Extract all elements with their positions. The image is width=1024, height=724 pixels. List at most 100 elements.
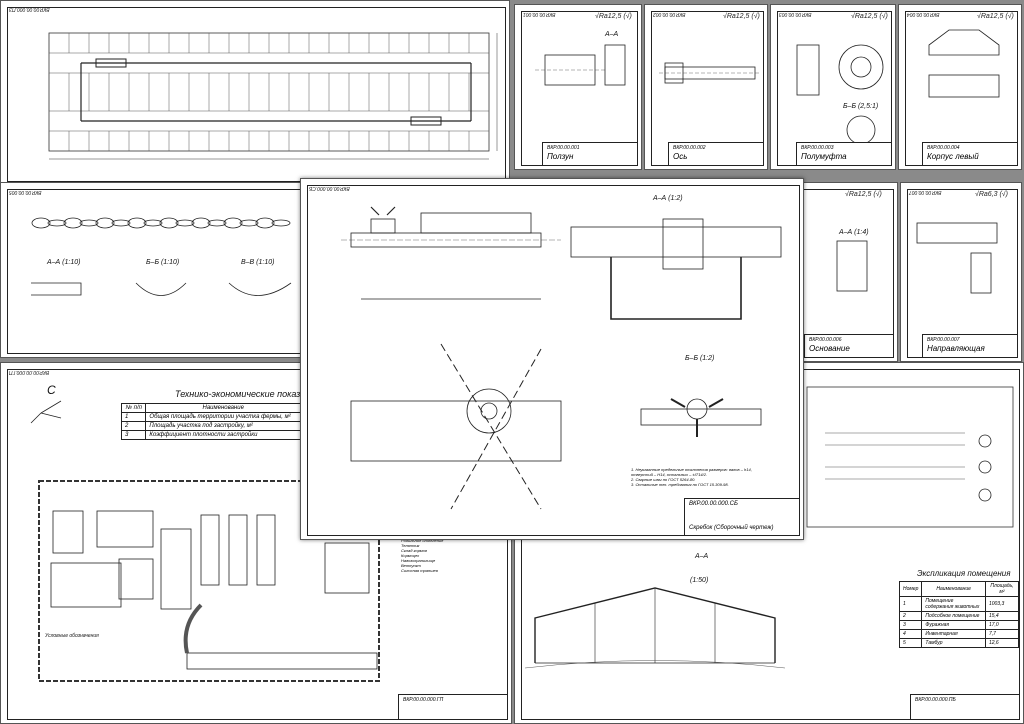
sheet-base: √Ra12,5 (√) А–А (1:4) ВКР.00.00.006 Осно… [786,182,898,362]
axle-drawing [659,62,761,84]
stamp-name: Полумуфта [801,152,847,161]
row-name: Площадь участка под застройку, м² [145,421,301,431]
section-b-label: Б–Б (1:2) [685,355,715,362]
row-name: Помещение содержания животных [921,596,986,612]
barn-scale: (1:50) [690,577,709,584]
list-item: Ветпункт [401,563,421,568]
note-line: 1. Неуказанные предельные отклонения раз… [631,467,752,472]
row-num: 2 [120,421,147,431]
stamp-code: ВКР.00.00.001 [547,145,580,151]
row-num: 1 [898,596,923,612]
table-row: 3 Коэффициент плотности застройки [120,430,301,440]
header-area: Площадь, м² [984,581,1020,597]
sheet-half-coupling: ВКР.00.00.003 √Ra12,5 (√) Б–Б (2,5:1) ВК… [770,4,896,170]
roughness-mark: √Ra12,5 (√) [977,13,1014,20]
row-area: 7,7 [984,629,1020,639]
drawing-frame [7,369,508,720]
stamp-name: Ось [673,152,688,161]
section-label-b: Б–Б (1:10) [146,259,180,266]
list-item: Склад кормов [401,548,427,553]
section-label: А–А [605,31,619,38]
title-block: ВКР.00.00.006 Основание [804,334,894,358]
roughness-mark: √Ra6,3 (√) [975,191,1008,198]
note-line: 3. Остальные тех. требования по ГОСТ 15.… [631,482,729,487]
barn-drawing [524,386,1014,669]
table-row: 1 Общая площадь территории участка фермы… [120,412,301,422]
list-item: Кормоцех [401,553,420,558]
title-block: ВКР.00.00.003 Полумуфта [796,142,892,166]
title-block: ВКР.00.00.007 Направляющая [922,334,1018,358]
tep-header-name: Наименование [145,403,301,413]
row-name: Тамбур [921,638,986,648]
roughness-mark: √Ra12,5 (√) [851,13,888,20]
stamp-name: Корпус левый [927,152,979,161]
row-num: 5 [898,638,923,648]
drawing-frame [307,185,800,536]
list-item: Телятник [401,543,420,548]
stamp-code: ВКР.00.00.000.ГП [403,697,444,703]
title-block: ВКР.00.00.004 Корпус левый [922,142,1018,166]
row-name: Инвентарная [921,629,986,639]
row-num: 1 [120,412,147,422]
section-label: Б–Б (2,5:1) [843,103,879,110]
roughness-mark: √Ra12,5 (√) [845,191,882,198]
section-label-a: А–А (1:10) [47,259,81,266]
tep-table: № п/п Наименование 1 Общая площадь терри… [120,403,301,440]
sheet-scraper-layout: ВКР.00.00.000.ПЗ [0,0,510,186]
stamp-name: Скребок (Сборочный чертеж) [689,525,774,531]
base-drawing [836,240,868,292]
roughness-mark: √Ra12,5 (√) [723,13,760,20]
barn-section-label: А–А [695,553,709,560]
stamp-code: ВКР.00.00.003 [801,145,834,151]
legend-title: Условные обозначения [45,633,99,639]
title-block: ВКР.00.00.000.СБ Скребок (Сборочный черт… [684,498,800,536]
slider-drawing [535,44,626,86]
row-name: Фуражная [921,620,986,630]
stamp-code: ВКР.00.00.004 [927,145,960,151]
row-num: 2 [898,611,923,621]
body-drawing [928,29,1000,98]
title-block: ВКР.00.00.000.ГП [398,694,508,720]
row-num: 3 [120,430,147,440]
row-name: Общая площадь территории участка фермы, … [145,412,301,422]
sheet-body-left: ВКР.00.00.004 √Ra12,5 (√) ВКР.00.00.004 … [898,4,1022,170]
header-num: Номер [898,581,923,597]
section-label: А–А (1:4) [839,229,869,236]
sheet-guide: ВКР.00.00.007 √Ra6,3 (√) ВКР.00.00.007 Н… [900,182,1022,362]
sheet-chain: ВКР.00.00.005 А–А (1:10) Б–Б (1:10) В–В … [0,182,310,358]
title-block: ВКР.00.00.000.ПБ [910,694,1020,720]
section-a-label: А–А (1:2) [653,195,683,202]
explication-title: Экспликация помещения [917,569,1011,578]
row-area: 12,6 [984,638,1020,648]
note-line: отверстий – H14, остальных – ±IT14/2. [631,472,708,477]
stamp-name: Ползун [547,152,574,161]
title-block: ВКР.00.00.002 Ось [668,142,764,166]
row-name: Коэффициент плотности застройки [145,430,301,440]
stamp-code: ВКР.00.00.000.СБ [689,501,738,507]
tep-title: Технико-экономические показатели [175,389,328,399]
north-arrow-label: С [47,383,56,397]
stamp-code: ВКР.00.00.006 [809,337,842,343]
assembly-drawing [341,206,782,510]
stamp-code: ВКР.00.00.002 [673,145,706,151]
row-num: 4 [898,629,923,639]
note-line: 2. Сварные швы по ГОСТ 5264-80. [631,477,696,482]
row-area: 1003,3 [984,596,1020,612]
drawing-frame [7,7,506,182]
master-plan-drawing [30,400,380,682]
table-row: 2 Площадь участка под застройку, м² [120,421,301,431]
stamp-name: Основание [809,344,850,353]
title-block: ВКР.00.00.001 Ползун [542,142,638,166]
sheet-axle: ВКР.00.00.002 √Ra12,5 (√) ВКР.00.00.002 … [644,4,768,170]
row-area: 17,0 [984,620,1020,630]
sheet-assembly: ВКР.00.00.000.СБ А–А (1:2) Б–Б (1:2) 1. … [300,178,804,540]
technical-notes: 1. Неуказанные предельные отклонения раз… [631,467,752,487]
layout-drawing [48,32,498,160]
tep-header-num: № п/п [120,403,147,413]
